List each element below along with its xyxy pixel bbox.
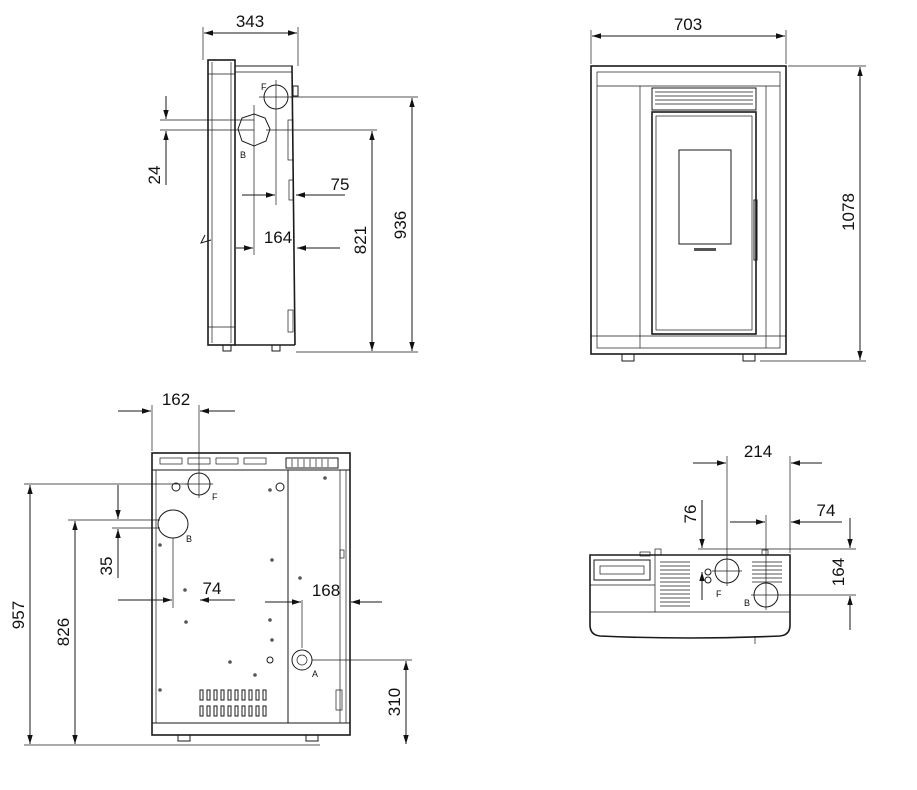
- top-vents-right: [752, 561, 782, 583]
- label-b: B: [240, 150, 246, 160]
- dim-168: 168: [312, 581, 340, 600]
- back-vents: [199, 689, 267, 717]
- dim-76: 76: [681, 505, 700, 524]
- front-foot: [742, 353, 756, 362]
- top-view: F B 214 76 74 164: [589, 442, 856, 644]
- back-foot: [177, 734, 191, 742]
- stove-door: [651, 111, 757, 335]
- dim-164: 164: [829, 558, 848, 586]
- dim-75: 75: [331, 175, 350, 194]
- top-grille: [651, 87, 757, 111]
- dim-214: 214: [744, 442, 772, 461]
- dim-front-width: 703: [674, 15, 702, 34]
- back-view: F B A 162 957 826 35 74 168: [9, 390, 412, 746]
- fire-window: [678, 149, 732, 245]
- label-f: F: [261, 82, 267, 92]
- front-view: 703 1078: [590, 15, 866, 362]
- label-b: B: [186, 534, 192, 544]
- label-a: A: [312, 669, 318, 679]
- connection-a: [291, 649, 313, 671]
- back-foot: [305, 734, 319, 742]
- back-body: [151, 452, 351, 736]
- label-f: F: [716, 589, 722, 599]
- dim-826: 826: [54, 618, 73, 646]
- top-control-panel: [593, 559, 651, 581]
- dim-74: 74: [817, 501, 836, 520]
- front-body: [590, 65, 787, 355]
- dim-957: 957: [9, 601, 28, 629]
- side-back-panel: [291, 65, 296, 346]
- dim-310: 310: [385, 688, 404, 716]
- front-foot: [621, 353, 635, 362]
- dim-821: 821: [351, 226, 370, 254]
- dim-162: 162: [162, 390, 190, 409]
- back-top-grille: [285, 457, 339, 469]
- label-b: B: [744, 598, 750, 608]
- side-view: F B 343 24 75 164 821 936: [145, 12, 418, 353]
- side-foot: [271, 344, 281, 352]
- dim-24: 24: [145, 166, 164, 185]
- top-vents-left: [660, 561, 690, 607]
- air-inlet-b: [157, 509, 189, 539]
- dim-164: 164: [264, 228, 292, 247]
- side-front-panel: [207, 59, 236, 346]
- label-f: F: [212, 492, 218, 502]
- dim-side-width: 343: [236, 12, 264, 31]
- dim-936: 936: [391, 211, 410, 239]
- dim-front-height: 1078: [839, 193, 858, 231]
- dim-35: 35: [97, 557, 116, 576]
- side-foot: [222, 344, 232, 352]
- dim-74: 74: [203, 579, 222, 598]
- top-body: [589, 554, 791, 639]
